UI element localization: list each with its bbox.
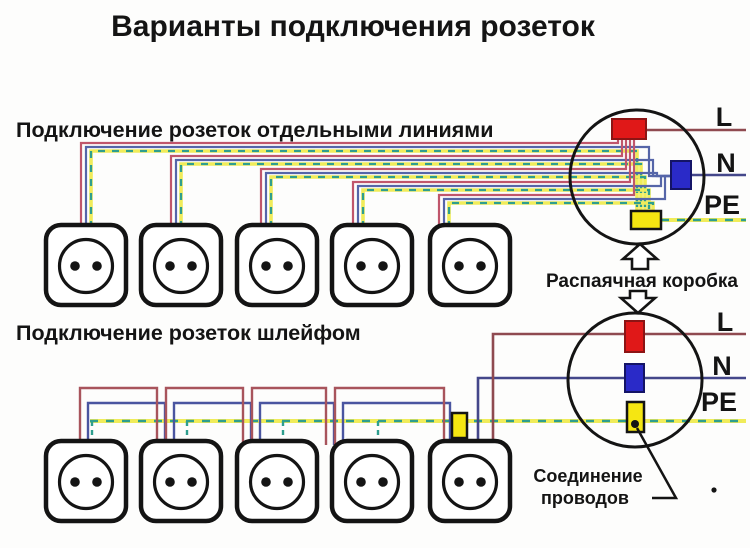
wire-joint-label-line2: проводов: [541, 488, 629, 508]
page-title: Варианты подключения розеток: [111, 10, 596, 43]
socket: [138, 438, 224, 524]
socket-face: [248, 237, 306, 295]
phase-connector: [611, 118, 647, 140]
socket-hole-left: [70, 261, 80, 271]
section-1-cables: [79, 139, 671, 228]
neutral-connector: [670, 160, 692, 190]
neutral-loop-2: [172, 401, 253, 445]
junction-box-1: [568, 108, 706, 246]
earth-connector: [629, 209, 663, 231]
phase-connector: [624, 320, 645, 353]
junction-box-label: Распаячная коробка: [546, 271, 738, 292]
neutral-connector: [624, 363, 645, 393]
socket-hole-left: [165, 477, 175, 487]
earth-cable-1-dash: [89, 149, 639, 228]
neutral-loop-3: [258, 401, 336, 445]
phase-loop-3: [250, 386, 328, 445]
sockets-row-1: [43, 222, 513, 308]
socket-hole-right: [476, 261, 486, 271]
socket-face: [57, 453, 115, 511]
socket: [43, 222, 129, 308]
socket-hole-right: [476, 477, 486, 487]
earth-cable-5-dash: [447, 201, 655, 228]
socket: [427, 222, 513, 308]
phase-loop-2: [164, 386, 245, 445]
phase-label-2: L: [717, 307, 734, 337]
neutral-cable-5: [442, 174, 671, 228]
section-1-trunks: [646, 128, 746, 222]
earth-splice-connector: [450, 411, 469, 440]
socket-face: [441, 453, 499, 511]
socket-hole-right: [378, 261, 388, 271]
socket-hole-left: [261, 261, 271, 271]
socket-hole-left: [356, 261, 366, 271]
phase-cable-5: [437, 139, 636, 228]
junction-box-circle: [568, 108, 706, 246]
socket: [329, 438, 415, 524]
phase-cable-2: [169, 139, 624, 228]
socket-face: [152, 453, 210, 511]
socket-hole-left: [165, 261, 175, 271]
socket-hole-left: [261, 477, 271, 487]
neutral-feed-line: [476, 376, 746, 445]
socket: [329, 222, 415, 308]
earth-cable-2-dash: [179, 162, 643, 228]
phase-cable-1: [79, 139, 620, 228]
section-2-heading: Подключение розеток шлейфом: [16, 321, 361, 345]
phase-cable-3: [259, 139, 628, 228]
earth-cables: [89, 149, 655, 228]
socket-face: [152, 237, 210, 295]
phase-loop-1: [78, 386, 159, 445]
sockets-row-2: [43, 438, 513, 524]
junction-box-2: [566, 311, 704, 449]
neutral-loop-4: [341, 401, 452, 445]
phase-label-1: L: [716, 102, 733, 132]
socket: [234, 438, 320, 524]
socket-face: [441, 237, 499, 295]
phase-feed-line: [491, 332, 746, 445]
section-1-heading: Подключение розеток отдельными линиями: [16, 118, 493, 142]
earth-label-2: PE: [701, 387, 737, 417]
socket-hole-right: [187, 477, 197, 487]
socket-hole-right: [378, 477, 388, 487]
junction-box-circle: [566, 311, 704, 449]
socket-hole-right: [283, 261, 293, 271]
wire-joint-pointer-line: [635, 427, 679, 500]
socket-hole-right: [92, 261, 102, 271]
phase-cable-4: [351, 139, 632, 228]
stray-dot: [711, 487, 717, 493]
socket: [234, 222, 320, 308]
earth-cable-4-dash: [361, 188, 651, 228]
section-2-cables: [78, 332, 746, 445]
socket-face: [57, 237, 115, 295]
phase-loop-4: [333, 386, 446, 445]
socket-hole-left: [454, 261, 464, 271]
neutral-label-2: N: [712, 351, 732, 381]
socket-hole-right: [283, 477, 293, 487]
phase-cables: [79, 139, 636, 228]
socket-hole-left: [356, 477, 366, 487]
socket-hole-left: [454, 477, 464, 487]
wire-joint-label-line1: Соединение: [533, 466, 642, 486]
socket: [427, 438, 513, 524]
arrow-up-icon: [619, 242, 661, 271]
socket-hole-right: [187, 261, 197, 271]
earth-cable-3-dash: [269, 175, 647, 228]
socket: [43, 438, 129, 524]
neutral-label-1: N: [716, 148, 736, 178]
socket: [138, 222, 224, 308]
socket-face: [343, 237, 401, 295]
neutral-cables: [84, 145, 671, 228]
socket-hole-right: [92, 477, 102, 487]
earth-label-1: PE: [704, 190, 740, 220]
socket-face: [343, 453, 401, 511]
socket-face: [248, 453, 306, 511]
neutral-loop-1: [86, 401, 167, 445]
socket-hole-left: [70, 477, 80, 487]
arrow-down-icon: [617, 289, 659, 315]
wire-joint-dot: [631, 420, 639, 428]
